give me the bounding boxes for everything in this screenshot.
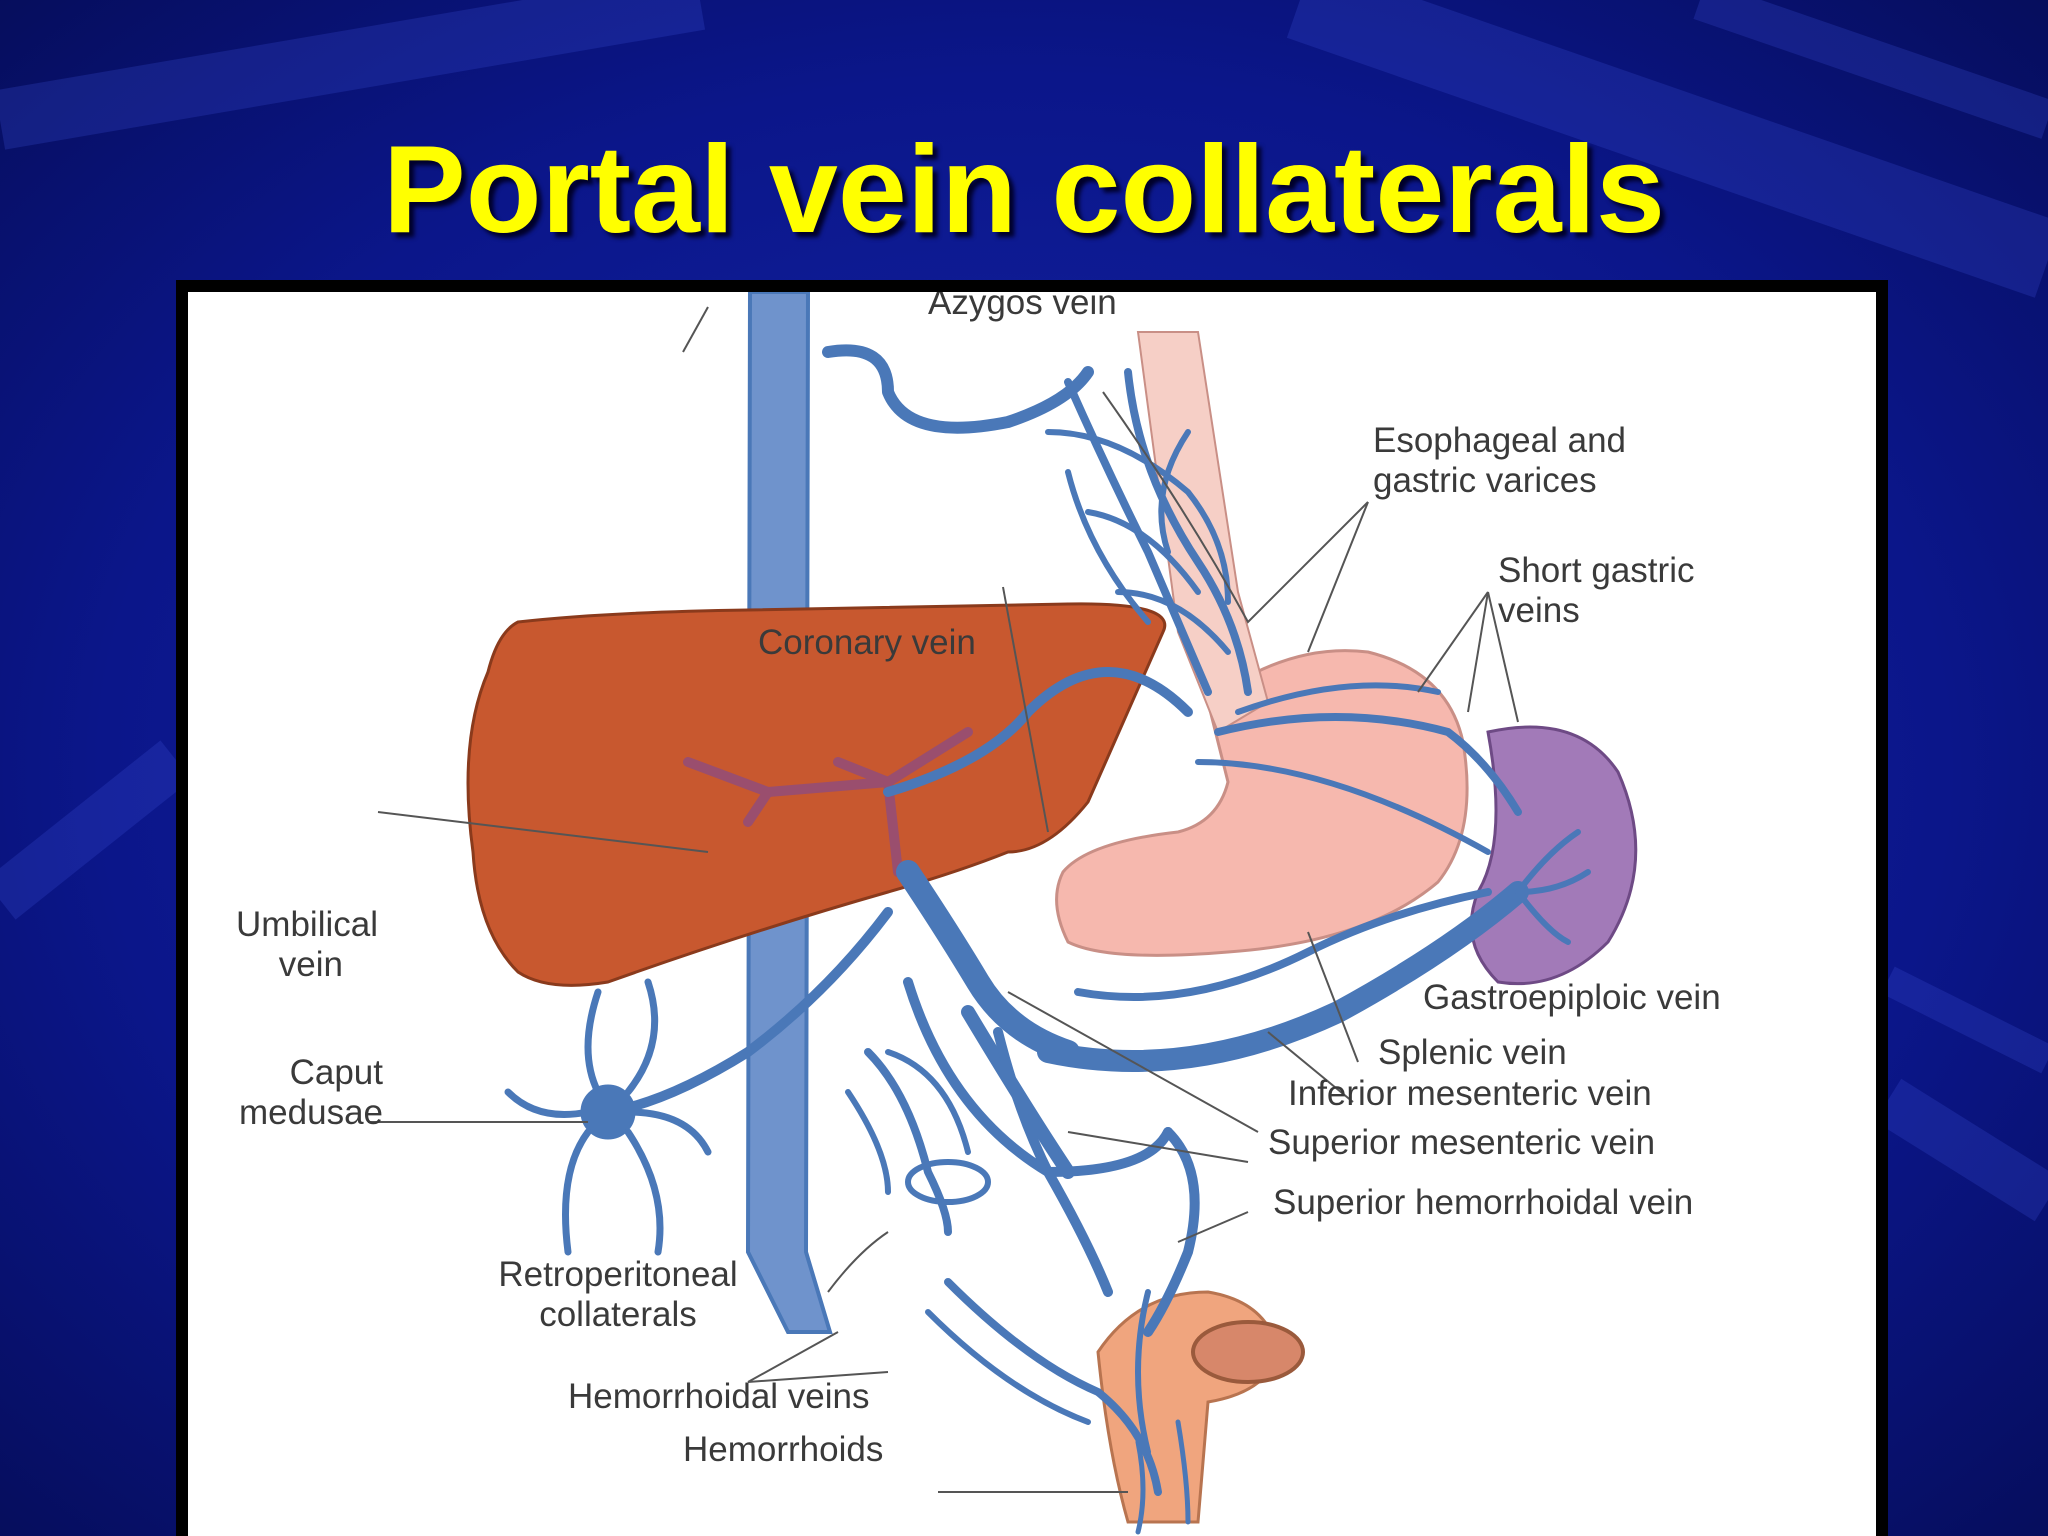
anatomy-illustration — [368, 292, 1638, 1535]
label-umbilical-line2: vein — [278, 945, 343, 984]
label-inferior-mesenteric-vein: Inferior mesenteric vein — [1288, 1074, 1652, 1113]
label-superior-mesenteric-vein: Superior mesenteric vein — [1268, 1123, 1656, 1162]
portal-vein-diagram: Azygos vein Esophageal and gastric varic… — [188, 292, 1876, 1536]
label-caput-line2: medusae — [239, 1093, 383, 1132]
label-esophageal-varices-line2: gastric varices — [1373, 461, 1597, 500]
label-umbilical-line1: Umbilical — [236, 905, 378, 944]
label-gastroepiploic-vein: Gastroepiploic vein — [1423, 978, 1721, 1017]
caput-medusae — [504, 978, 712, 1256]
label-splenic-vein: Splenic vein — [1378, 1033, 1567, 1072]
label-hemorrhoidal-veins: Hemorrhoidal veins — [568, 1377, 870, 1416]
label-superior-hemorrhoidal-vein: Superior hemorrhoidal vein — [1273, 1183, 1694, 1222]
label-coronary-vein: Coronary vein — [758, 623, 976, 662]
label-retroperitoneal-line2: collaterals — [539, 1295, 697, 1334]
label-short-gastric-line1: Short gastric — [1498, 551, 1695, 590]
label-caput-line1: Caput — [289, 1053, 383, 1092]
label-short-gastric-line2: veins — [1498, 591, 1580, 630]
stomach — [1055, 649, 1469, 957]
slide-title: Portal vein collaterals — [383, 121, 1665, 259]
label-esophageal-varices-line1: Esophageal and — [1373, 421, 1626, 460]
label-retroperitoneal-line1: Retroperitoneal — [498, 1255, 738, 1294]
label-azygos-vein: Azygos vein — [928, 292, 1117, 322]
rectum-opening — [1191, 1320, 1305, 1384]
label-hemorrhoids: Hemorrhoids — [683, 1430, 884, 1469]
